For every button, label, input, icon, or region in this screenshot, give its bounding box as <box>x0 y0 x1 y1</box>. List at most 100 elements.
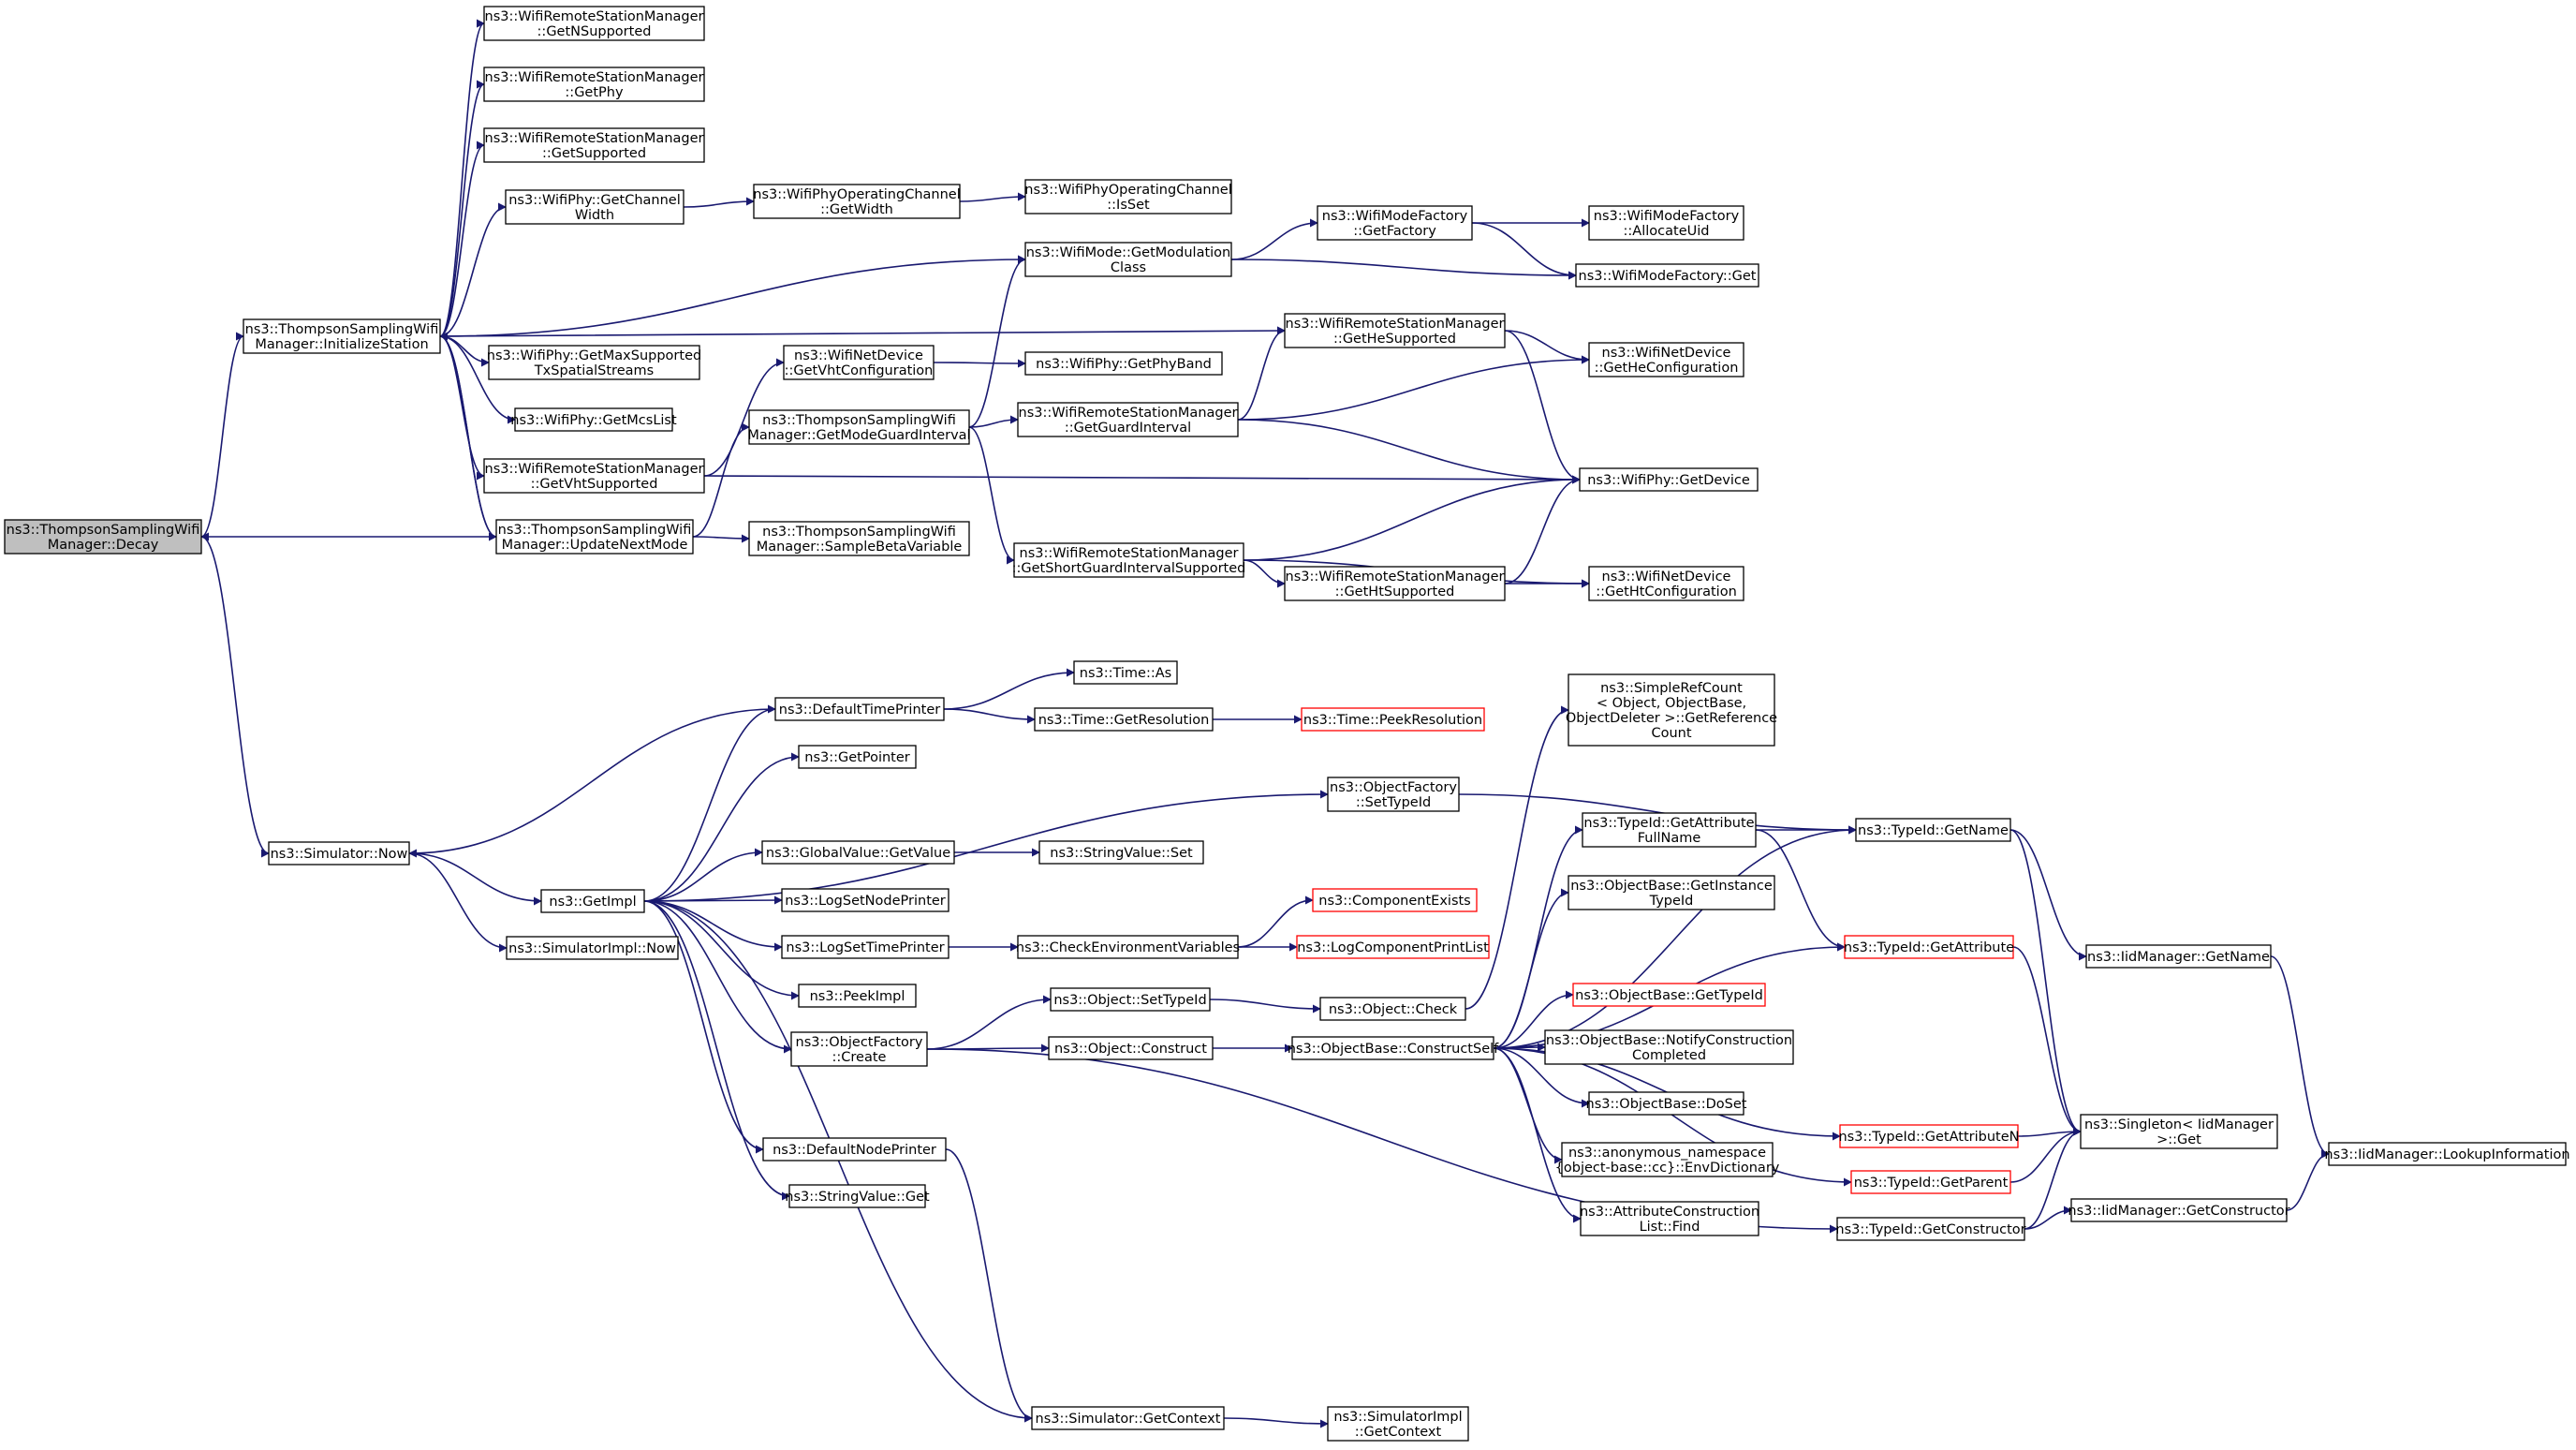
node-ofcreate[interactable]: ns3::ObjectFactory::Create <box>790 1031 928 1067</box>
node-label-updnext: ns3::ThompsonSamplingWifi <box>498 523 692 538</box>
node-compexists[interactable]: ns3::ComponentExists <box>1312 888 1478 912</box>
node-tidgetparent[interactable]: ns3::TypeId::GetParent <box>1850 1170 2011 1194</box>
node-deftimepr[interactable]: ns3::DefaultTimePrinter <box>774 697 945 721</box>
node-getsgi[interactable]: ns3::WifiRemoteStationManager::GetShortG… <box>1012 542 1246 578</box>
node-envdict[interactable]: ns3::anonymous_namespace{object-base::cc… <box>1555 1142 1780 1177</box>
node-objconstruct[interactable]: ns3::Object::Construct <box>1048 1036 1214 1060</box>
node-iidgetctor[interactable]: ns3::IidManager::GetConstructor <box>2068 1198 2290 1222</box>
node-label-getmaxss: TxSpatialStreams <box>534 363 654 378</box>
node-gethtcfg[interactable]: ns3::WifiNetDevice::GetHtConfiguration <box>1588 566 1744 601</box>
node-getvhtcfg[interactable]: ns3::WifiNetDevice::GetVhtConfiguration <box>783 345 935 380</box>
node-getmaxss[interactable]: ns3::WifiPhy::GetMaxSupportedTxSpatialSt… <box>487 345 701 380</box>
node-obdoset[interactable]: ns3::ObjectBase::DoSet <box>1586 1091 1747 1116</box>
node-box-obgetinst <box>1568 875 1775 910</box>
node-label-singletonget: ns3::Singleton< IidManager <box>2084 1117 2274 1132</box>
node-box-svget <box>788 1184 926 1208</box>
node-simimplnow[interactable]: ns3::SimulatorImpl::Now <box>506 936 679 960</box>
node-label-iidgetctor: ns3::IidManager::GetConstructor <box>2068 1204 2289 1219</box>
node-gethecfg[interactable]: ns3::WifiNetDevice::GetHeConfiguration <box>1588 342 1744 377</box>
node-mfget[interactable]: ns3::WifiModeFactory::Get <box>1575 263 1759 288</box>
node-label-simimplctx: ns3::SimulatorImpl <box>1333 1410 1462 1425</box>
node-getphyband[interactable]: ns3::WifiPhy::GetPhyBand <box>1024 351 1223 376</box>
node-svget[interactable]: ns3::StringValue::Get <box>785 1184 930 1208</box>
node-label-logsetnode: ns3::LogSetNodePrinter <box>785 894 946 909</box>
edge-getimpl-to-getpointer <box>643 752 800 902</box>
node-objcheck[interactable]: ns3::Object::Check <box>1319 997 1466 1021</box>
node-obnotify[interactable]: ns3::ObjectBase::NotifyConstructionCompl… <box>1544 1029 1794 1065</box>
node-label-simplerefcount: < Object, ObjectBase, <box>1597 696 1746 711</box>
node-peekimpl[interactable]: ns3::PeekImpl <box>798 984 917 1008</box>
node-logsettime[interactable]: ns3::LogSetTimePrinter <box>781 935 949 959</box>
node-tidgetattr[interactable]: ns3::TypeId::GetAttribute <box>1844 935 2014 959</box>
node-box-simplerefcount <box>1568 673 1775 747</box>
node-obconstructself[interactable]: ns3::ObjectBase::ConstructSelf <box>1288 1036 1499 1060</box>
node-logcompprint[interactable]: ns3::LogComponentPrintList <box>1296 935 1490 959</box>
node-label-decay: ns3::ThompsonSamplingWifi <box>7 523 200 538</box>
edge-modclass-to-mfgetfac <box>1230 218 1318 260</box>
node-iidgetname[interactable]: ns3::IidManager::GetName <box>2085 944 2272 969</box>
node-tidgetctor[interactable]: ns3::TypeId::GetConstructor <box>1835 1217 2026 1241</box>
node-opisset[interactable]: ns3::WifiPhyOperatingChannel::IsSet <box>1024 179 1232 215</box>
node-iidlookup[interactable]: ns3::IidManager::LookupInformation <box>2324 1142 2570 1166</box>
node-updnext[interactable]: ns3::ThompsonSamplingWifiManager::Update… <box>495 519 694 555</box>
node-logsetnode[interactable]: ns3::LogSetNodePrinter <box>781 888 949 912</box>
node-getnsup[interactable]: ns3::WifiRemoteStationManager::GetNSuppo… <box>483 6 705 41</box>
node-simplerefcount[interactable]: ns3::SimpleRefCount< Object, ObjectBase,… <box>1566 673 1777 747</box>
node-simgetctx[interactable]: ns3::Simulator::GetContext <box>1031 1406 1225 1430</box>
node-timegetres[interactable]: ns3::Time::GetResolution <box>1034 707 1214 732</box>
node-samplebeta[interactable]: ns3::ThompsonSamplingWifiManager::Sample… <box>748 521 970 556</box>
edge-tidgetctor-to-singletonget <box>2024 1127 2082 1230</box>
node-getsup[interactable]: ns3::WifiRemoteStationManager::GetSuppor… <box>483 127 705 163</box>
node-label-ofcreate: ns3::ObjectFactory <box>796 1035 923 1050</box>
edge-initsta-to-getmaxss <box>439 335 490 367</box>
node-getmodegi[interactable]: ns3::ThompsonSamplingWifiManager::GetMod… <box>747 409 971 445</box>
node-getmcs[interactable]: ns3::WifiPhy::GetMcsList <box>510 407 677 432</box>
node-mfalloc[interactable]: ns3::WifiModeFactory::AllocateUid <box>1588 205 1744 241</box>
node-label-gethtsup: ::GetHtSupported <box>1335 584 1455 599</box>
node-simnow[interactable]: ns3::Simulator::Now <box>268 841 410 866</box>
node-svset[interactable]: ns3::StringValue::Set <box>1038 840 1204 865</box>
node-gvgetval[interactable]: ns3::GlobalValue::GetValue <box>761 840 955 865</box>
edge-getvhtsup-to-getdevice <box>703 475 1581 484</box>
node-label-gvgetval: ns3::GlobalValue::GetValue <box>766 846 950 861</box>
node-label-opisset: ns3::WifiPhyOperatingChannel <box>1024 183 1231 198</box>
node-tidgetattrn[interactable]: ns3::TypeId::GetAttributeN <box>1838 1124 2020 1148</box>
node-mfgetfac[interactable]: ns3::WifiModeFactory::GetFactory <box>1317 205 1473 241</box>
node-timepeek[interactable]: ns3::Time::PeekResolution <box>1301 707 1485 732</box>
node-getphy[interactable]: ns3::WifiRemoteStationManager::GetPhy <box>483 67 705 102</box>
node-simimplctx[interactable]: ns3::SimulatorImpl::GetContext <box>1327 1406 1469 1442</box>
node-getvhtsup[interactable]: ns3::WifiRemoteStationManager::GetVhtSup… <box>483 458 705 494</box>
edge-tidgetattrfull-to-tidgetattr <box>1755 829 1846 952</box>
node-label-envdict: ns3::anonymous_namespace <box>1568 1146 1766 1161</box>
node-getdevice[interactable]: ns3::WifiPhy::GetDevice <box>1579 467 1759 492</box>
node-opgetwidth[interactable]: ns3::WifiPhyOperatingChannel::GetWidth <box>753 184 961 219</box>
node-label-getnsup: ::GetNSupported <box>537 24 652 39</box>
node-timeas[interactable]: ns3::Time::As <box>1073 660 1178 685</box>
node-gethtsup[interactable]: ns3::WifiRemoteStationManager::GetHtSupp… <box>1284 566 1506 601</box>
node-checkenv[interactable]: ns3::CheckEnvironmentVariables <box>1016 935 1240 959</box>
node-box-opgetwidth <box>753 184 961 219</box>
node-gethesup[interactable]: ns3::WifiRemoteStationManager::GetHeSupp… <box>1284 313 1506 348</box>
node-defnodepr[interactable]: ns3::DefaultNodePrinter <box>762 1137 947 1161</box>
node-box-samplebeta <box>748 521 970 556</box>
node-objsettid[interactable]: ns3::Object::SetTypeId <box>1050 987 1211 1012</box>
node-ofsettid[interactable]: ns3::ObjectFactory::SetTypeId <box>1327 777 1460 812</box>
node-getgi[interactable]: ns3::WifiRemoteStationManager::GetGuardI… <box>1017 402 1239 437</box>
node-singletonget[interactable]: ns3::Singleton< IidManager>::Get <box>2080 1114 2278 1149</box>
node-obgettid[interactable]: ns3::ObjectBase::GetTypeId <box>1572 983 1766 1007</box>
node-getpointer[interactable]: ns3::GetPointer <box>798 745 917 769</box>
node-label-getmodegi: Manager::GetModeGuardInterval <box>747 428 970 443</box>
edge-iidgetctor-to-iidlookup <box>2286 1149 2330 1211</box>
node-tidgetname[interactable]: ns3::TypeId::GetName <box>1855 818 2011 842</box>
node-getimpl[interactable]: ns3::GetImpl <box>540 889 645 913</box>
edge-getimpl-to-deftimepr <box>643 704 776 902</box>
node-box-checkenv <box>1017 935 1239 959</box>
node-initsta[interactable]: ns3::ThompsonSamplingWifiManager::Initia… <box>243 318 441 354</box>
